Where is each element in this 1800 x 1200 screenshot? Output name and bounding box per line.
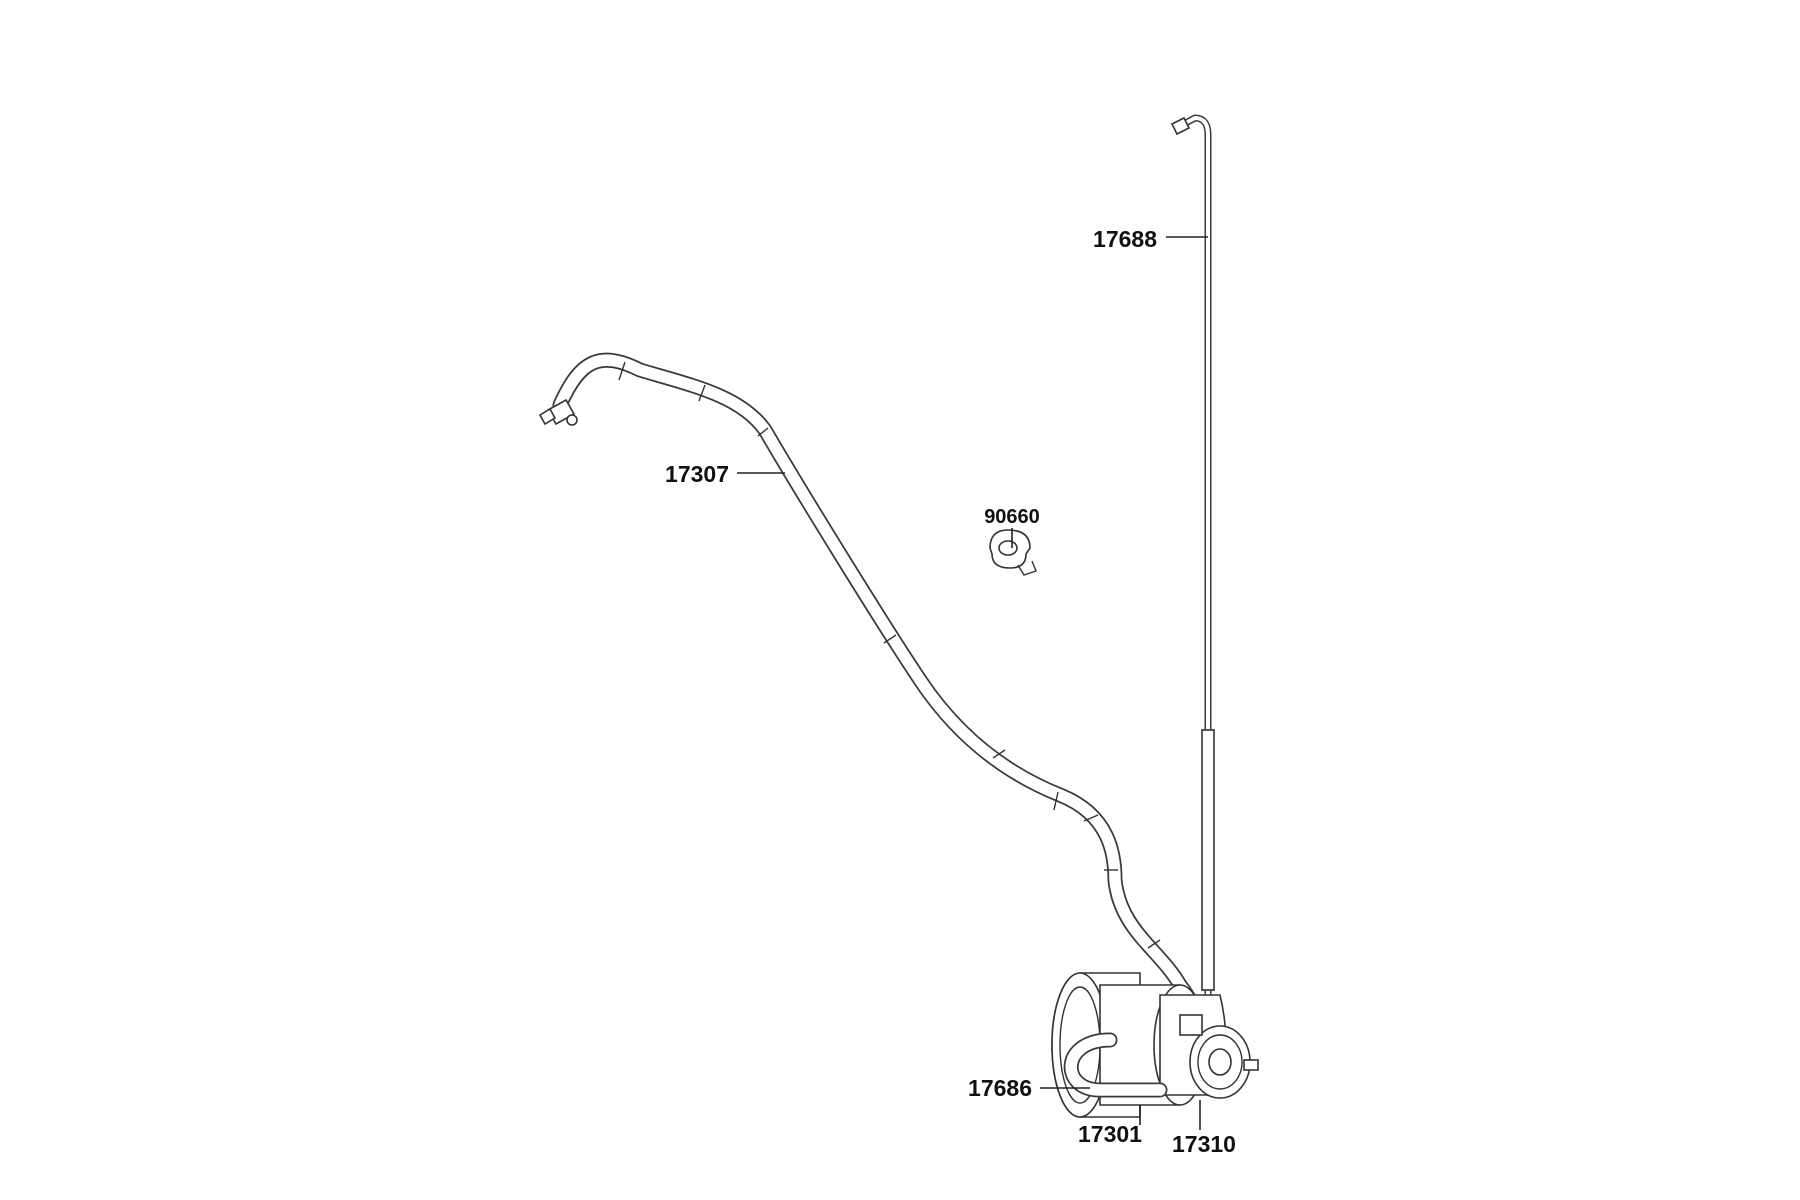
part-label-17301: 17301 bbox=[1078, 1121, 1142, 1147]
part-label-17310: 17310 bbox=[1172, 1131, 1236, 1157]
part-label-90660: 90660 bbox=[984, 506, 1040, 528]
part-label-17688: 17688 bbox=[1093, 226, 1157, 252]
canister-assembly bbox=[1051, 972, 1259, 1118]
part-label-17307: 17307 bbox=[665, 461, 729, 487]
clamp-90660 bbox=[989, 529, 1037, 576]
part-label-17686: 17686 bbox=[968, 1075, 1032, 1101]
vent-tube-17688 bbox=[1170, 114, 1215, 1039]
hose-17307 bbox=[538, 352, 1208, 1038]
